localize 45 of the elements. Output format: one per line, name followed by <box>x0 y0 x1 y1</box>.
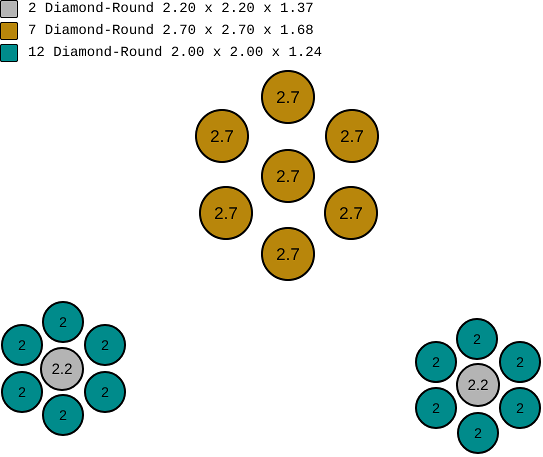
size-label: 2 <box>432 355 440 369</box>
stone-circle <box>42 394 84 436</box>
size-label: 2 <box>18 338 26 352</box>
size-label: 2 <box>101 338 109 352</box>
size-label: 2.7 <box>340 128 364 144</box>
legend-label: 7 Diamond-Round 2.70 x 2.70 x 1.68 <box>28 23 314 39</box>
size-label: 2.7 <box>214 204 238 222</box>
stone-circle <box>415 387 457 429</box>
stone-circle <box>40 347 84 391</box>
stone-circle <box>199 186 253 240</box>
stone-circle <box>324 186 378 240</box>
stone-circle <box>499 341 541 383</box>
size-label: 2.7 <box>276 88 300 106</box>
size-label: 2 <box>101 385 109 399</box>
size-label: 2.7 <box>276 246 300 262</box>
stone-circle <box>195 109 249 163</box>
stone-circle <box>1 324 43 366</box>
legend-label: 12 Diamond-Round 2.00 x 2.00 x 1.24 <box>28 45 322 61</box>
size-label: 2 <box>516 355 524 369</box>
size-label: 2 <box>432 401 440 415</box>
size-label: 2 <box>18 385 26 399</box>
stone-circle <box>325 109 379 163</box>
stone-circle <box>42 301 84 343</box>
stone-circle <box>499 387 541 429</box>
stone-circle <box>84 371 126 413</box>
stone-circle <box>261 227 315 281</box>
size-label: 2.2 <box>52 362 72 376</box>
stone-circle <box>84 324 126 366</box>
stone-circle <box>261 70 315 124</box>
size-label: 2 <box>474 426 482 440</box>
size-label: 2.7 <box>276 168 300 184</box>
stone-circle <box>456 363 500 407</box>
size-label: 2 <box>473 332 481 346</box>
size-label: 2 <box>516 401 524 415</box>
size-label: 2.7 <box>210 128 234 144</box>
size-label: 2 <box>59 408 67 422</box>
size-label: 2.7 <box>339 204 363 222</box>
stone-circle <box>261 149 315 203</box>
stone-circle <box>415 341 457 383</box>
size-label: 2 <box>59 315 67 329</box>
legend-label: 2 Diamond-Round 2.20 x 2.20 x 1.37 <box>28 1 314 17</box>
stone-circle <box>1 371 43 413</box>
stone-circle <box>456 318 498 360</box>
stone-circle <box>457 412 499 454</box>
size-label: 2.2 <box>468 378 488 392</box>
